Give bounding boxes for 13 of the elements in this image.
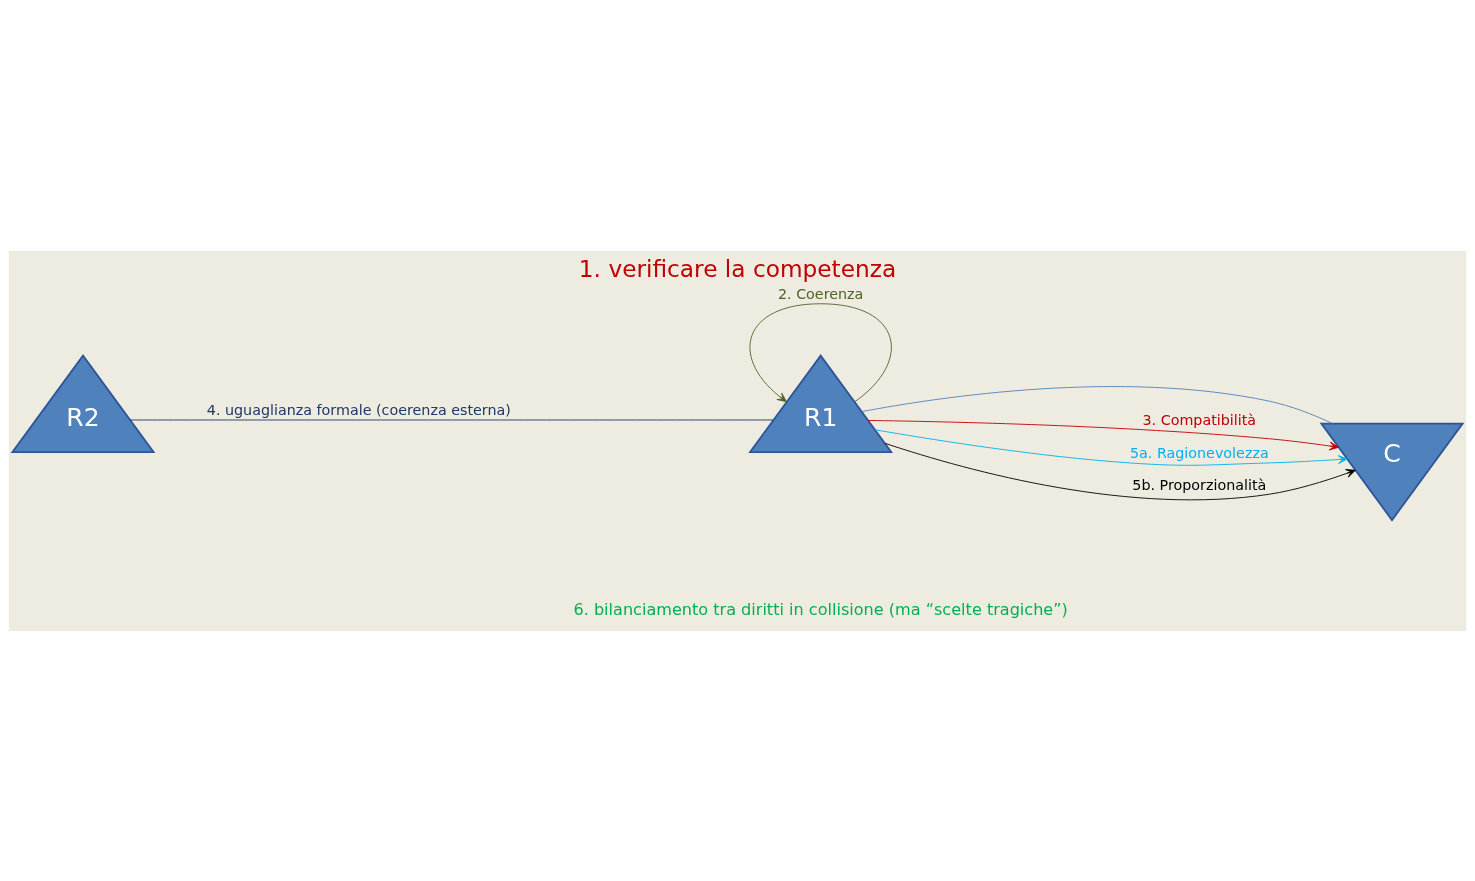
- connector: [129, 419, 774, 420]
- arrow: [749, 302, 892, 402]
- edge-label: 2. Coerenza: [777, 285, 864, 302]
- arrow: [867, 419, 1339, 450]
- arrow: [874, 428, 1348, 466]
- label: 6. bilanciamento tra diritti in collisione (ma “scelte tragiche”): [573, 599, 1068, 619]
- edge-label: 3. Compatibilità: [1142, 411, 1257, 428]
- edge-label: 5b. Proporzionalità: [1132, 476, 1267, 493]
- edge-label: 5a. Ragionevolezza: [1129, 444, 1269, 461]
- edge-label: 4. uguaglianza formale (coerenza esterna): [206, 401, 511, 418]
- diagram-title: 1. verificare la competenza: [578, 254, 897, 282]
- arrow: [884, 442, 1356, 500]
- connector: [861, 385, 1333, 424]
